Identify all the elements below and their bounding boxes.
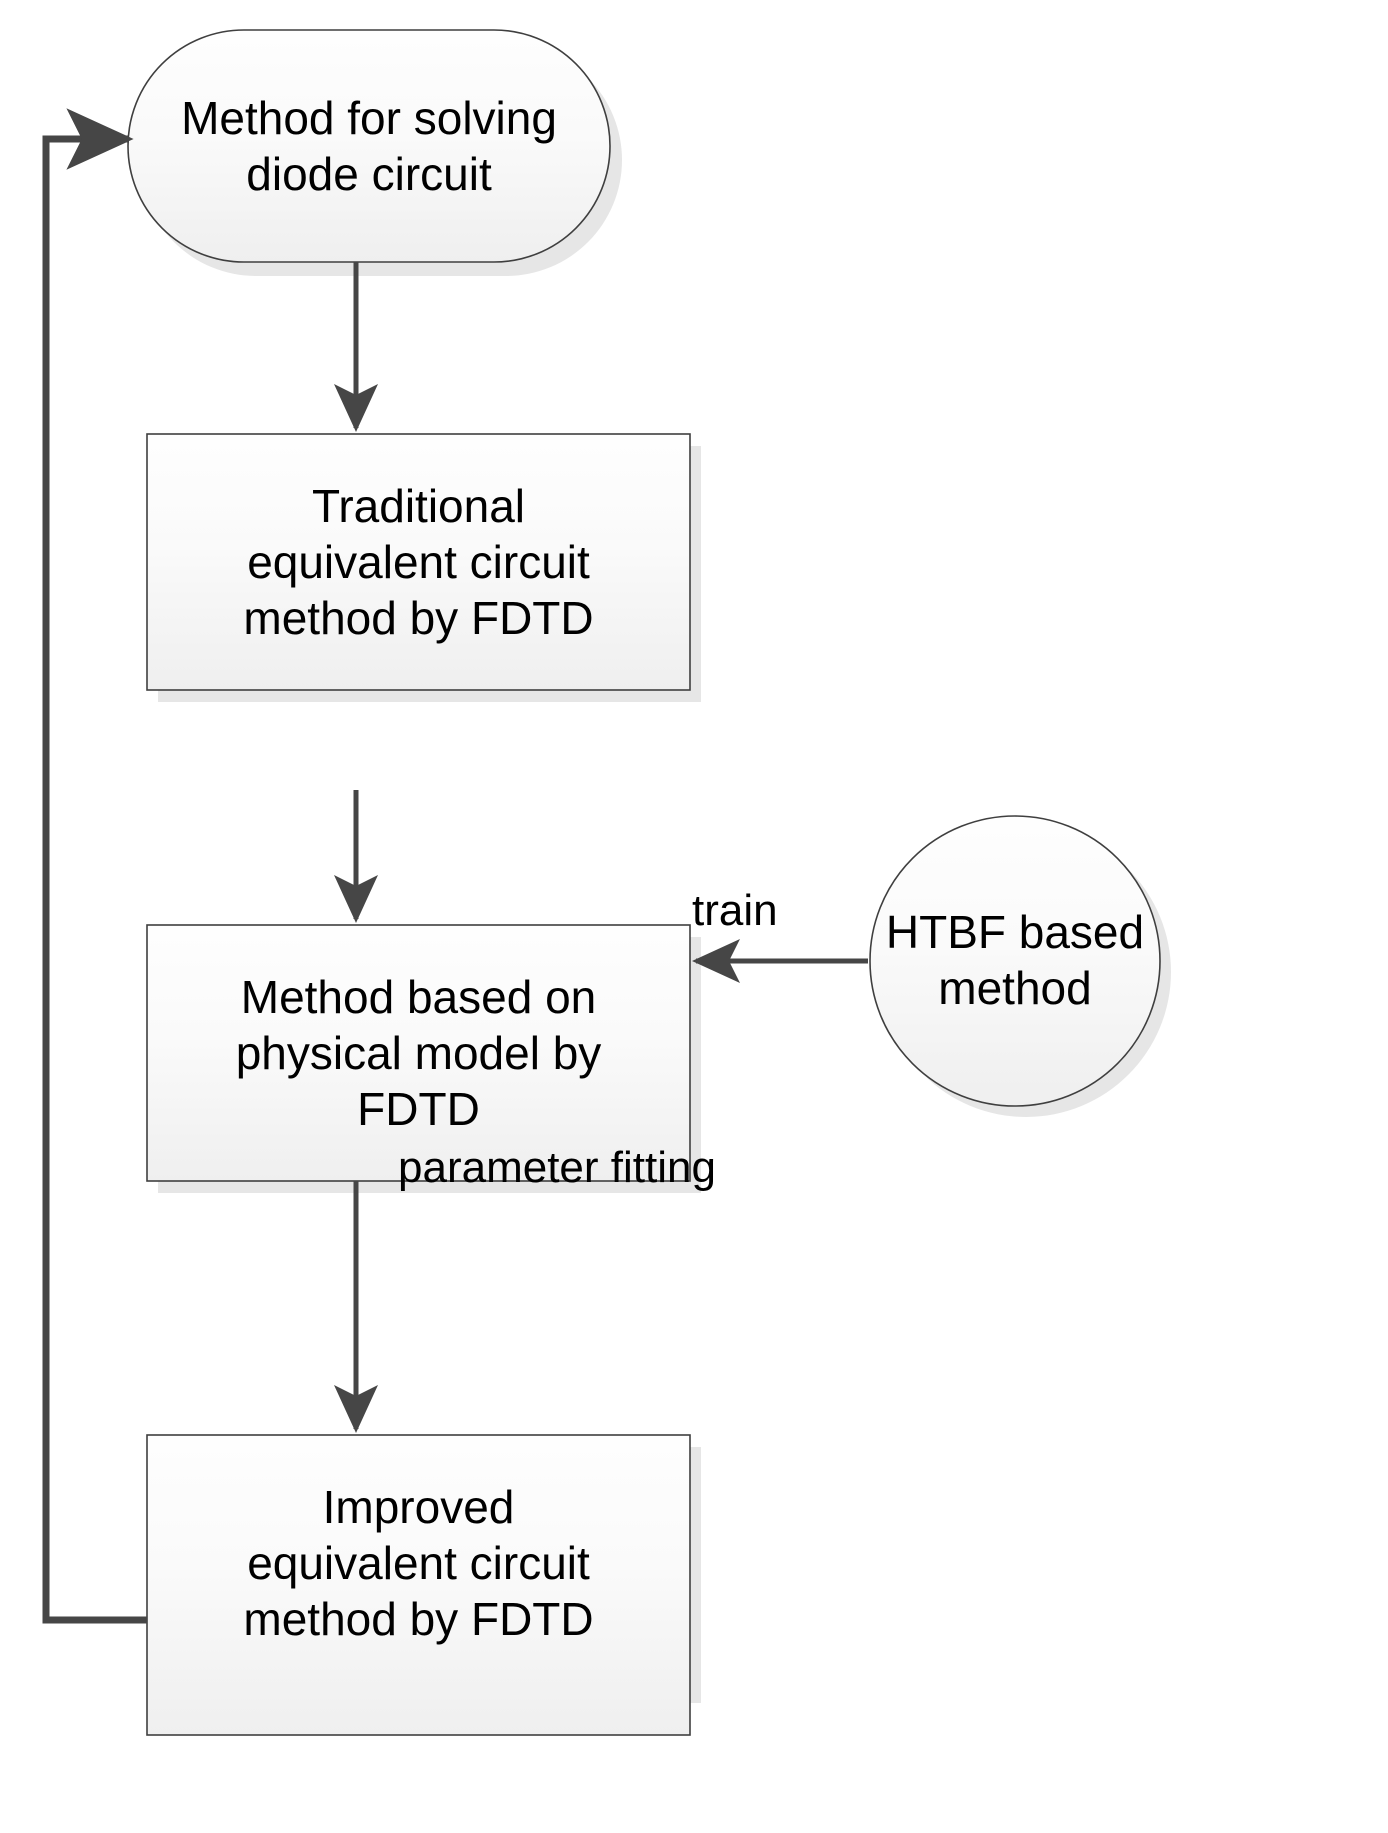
start-node-label: Method for solving diode circuit xyxy=(181,91,557,200)
htbf-node-label: HTBF based method xyxy=(885,905,1145,1014)
physical-node-shape[interactable] xyxy=(146,924,691,1182)
arrow-improved-to-start-feedback xyxy=(42,108,147,1624)
improved-node-shape[interactable] xyxy=(146,1434,691,1736)
traditional-node-shape[interactable] xyxy=(146,433,691,691)
edge-label-train: train xyxy=(692,886,778,935)
physical-node-label: Method based on physical model by FDTD xyxy=(235,970,602,1136)
htbf-node-shape[interactable] xyxy=(869,815,1161,1107)
traditional-node-label: Traditional equivalent circuit method by… xyxy=(243,479,594,645)
edge-label-parameter-fitting: parameter fitting xyxy=(398,1143,716,1192)
improved-node-label: Improved equivalent circuit method by FD… xyxy=(243,1480,594,1646)
